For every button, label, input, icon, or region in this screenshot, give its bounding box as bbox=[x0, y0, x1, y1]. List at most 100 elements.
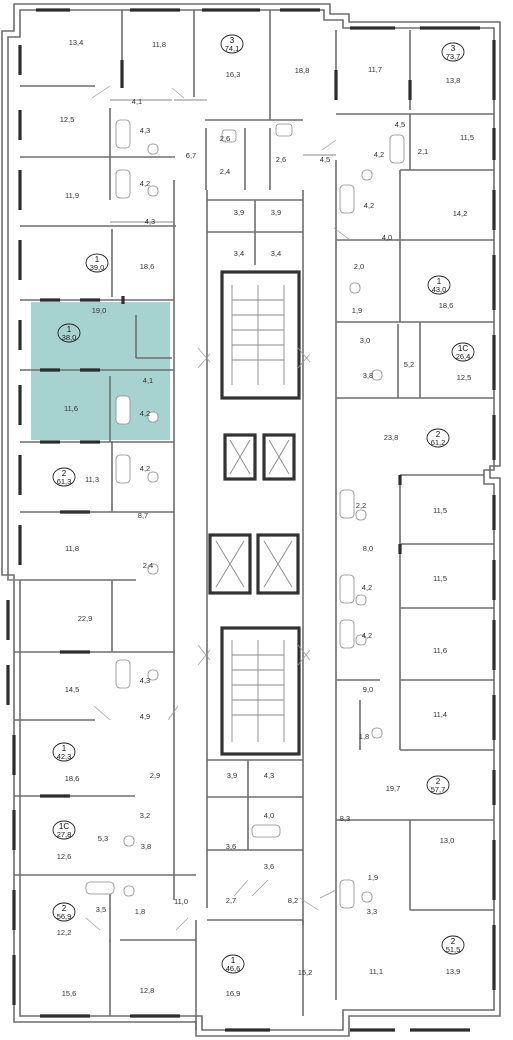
room-area: 4,2 bbox=[364, 201, 374, 210]
apt-2-area: 61,3 bbox=[57, 477, 72, 486]
apt-1-rooms: 1 bbox=[231, 956, 236, 965]
room-area: 3,9 bbox=[271, 208, 281, 217]
room-area: 8,0 bbox=[363, 544, 373, 553]
room-area-labels: 13,4 11,8 16,3 18,8 11,7 13,8 12,5 4,1 4… bbox=[57, 38, 474, 998]
outer-walls bbox=[1, 3, 501, 1037]
room-area: 13,4 bbox=[69, 38, 84, 47]
room-area: 16,9 bbox=[226, 989, 241, 998]
room-area: 11,6 bbox=[64, 404, 78, 413]
room-area: 11,6 bbox=[433, 646, 447, 655]
room-area: 4,1 bbox=[143, 376, 153, 385]
room-area: 2,6 bbox=[220, 134, 230, 143]
room-area: 3,8 bbox=[141, 842, 151, 851]
apt-2-rooms: 2 bbox=[451, 937, 456, 946]
room-area: 14,5 bbox=[65, 685, 80, 694]
room-area: 4,2 bbox=[140, 409, 150, 418]
apt-2-area: 56,9 bbox=[57, 912, 72, 921]
apartment-labels: 3 74,1 3 73,7 1 39,0 1 43,0 1 38,0 1С 26… bbox=[57, 36, 471, 973]
room-area: 4,3 bbox=[264, 771, 274, 780]
room-area: 14,2 bbox=[453, 209, 468, 218]
room-area: 4,9 bbox=[140, 712, 150, 721]
apt-1c-area: 27,8 bbox=[57, 830, 72, 839]
room-area: 11,5 bbox=[433, 574, 447, 583]
stairwell-top bbox=[220, 270, 301, 400]
room-area: 6,7 bbox=[186, 151, 196, 160]
room-area: 3,4 bbox=[271, 249, 281, 258]
room-area: 13,0 bbox=[440, 836, 455, 845]
room-area: 3,5 bbox=[96, 905, 106, 914]
room-area: 5,2 bbox=[404, 360, 414, 369]
room-area: 11,5 bbox=[433, 506, 447, 515]
apt-2-rooms: 2 bbox=[436, 430, 441, 439]
apt-3-area: 73,7 bbox=[446, 52, 461, 61]
apt-2-area: 57,7 bbox=[431, 785, 446, 794]
apt-3-area: 74,1 bbox=[225, 44, 240, 53]
room-area: 4,2 bbox=[374, 150, 384, 159]
room-area: 2,4 bbox=[220, 167, 230, 176]
room-area: 2,4 bbox=[143, 561, 153, 570]
room-area: 12,6 bbox=[57, 852, 72, 861]
room-area: 3,4 bbox=[234, 249, 244, 258]
room-area: 18,6 bbox=[140, 262, 155, 271]
apt-1-rooms: 1 bbox=[95, 255, 100, 264]
apt-2-rooms: 2 bbox=[62, 469, 67, 478]
room-area: 4,5 bbox=[395, 120, 405, 129]
apt-1-rooms: 1 bbox=[437, 277, 442, 286]
room-area: 2,0 bbox=[354, 262, 364, 271]
elevator-1 bbox=[223, 433, 257, 481]
room-area: 11,4 bbox=[433, 710, 447, 719]
room-area: 22,9 bbox=[78, 614, 93, 623]
apt-selected-area: 38,0 bbox=[62, 333, 77, 342]
room-area: 5,3 bbox=[98, 834, 108, 843]
elevator-4 bbox=[256, 533, 300, 595]
room-area: 15,6 bbox=[62, 989, 77, 998]
room-area: 11,1 bbox=[369, 967, 383, 976]
room-area: 12,2 bbox=[57, 928, 72, 937]
room-area: 2,2 bbox=[356, 501, 366, 510]
apt-1-area: 39,0 bbox=[90, 263, 105, 272]
elevator-2 bbox=[262, 433, 296, 481]
apt-1-area: 42,3 bbox=[57, 752, 72, 761]
room-area: 23,8 bbox=[384, 433, 399, 442]
elevator-3 bbox=[208, 533, 252, 595]
room-area: 2,1 bbox=[418, 147, 428, 156]
apt-2-rooms: 2 bbox=[436, 777, 441, 786]
room-area: 4,5 bbox=[320, 155, 330, 164]
room-area: 19,7 bbox=[386, 784, 401, 793]
room-area: 8,2 bbox=[288, 896, 298, 905]
room-area: 4,2 bbox=[140, 464, 150, 473]
room-area: 1,8 bbox=[135, 907, 145, 916]
room-area: 3,9 bbox=[234, 208, 244, 217]
room-area: 16,3 bbox=[226, 70, 241, 79]
room-area: 4,2 bbox=[362, 583, 372, 592]
room-area: 3,9 bbox=[227, 771, 237, 780]
room-area: 19,0 bbox=[92, 306, 107, 315]
windows bbox=[6, 8, 496, 1032]
room-area: 9,0 bbox=[363, 685, 373, 694]
room-area: 2,6 bbox=[276, 155, 286, 164]
room-area: 4,2 bbox=[140, 179, 150, 188]
apt-1-area: 46,6 bbox=[226, 964, 241, 973]
room-area: 18,6 bbox=[65, 774, 80, 783]
room-area: 18,8 bbox=[295, 66, 310, 75]
room-area: 11,8 bbox=[65, 544, 79, 553]
apt-3-rooms: 3 bbox=[230, 36, 235, 45]
room-area: 11,9 bbox=[65, 191, 79, 200]
room-area: 4,2 bbox=[362, 631, 372, 640]
room-area: 11,0 bbox=[174, 897, 188, 906]
apt-2-area: 51,5 bbox=[446, 945, 461, 954]
room-area: 1,9 bbox=[352, 306, 362, 315]
room-area: 11,8 bbox=[152, 40, 166, 49]
room-area: 12,5 bbox=[60, 115, 75, 124]
room-area: 15,2 bbox=[298, 968, 313, 977]
doors bbox=[85, 85, 351, 931]
room-area: 1,9 bbox=[368, 873, 378, 882]
room-area: 3,0 bbox=[360, 336, 370, 345]
room-area: 3,6 bbox=[226, 842, 236, 851]
apt-1c-area: 26,4 bbox=[456, 352, 471, 361]
room-area: 2,9 bbox=[150, 771, 160, 780]
room-area: 8,3 bbox=[340, 814, 350, 823]
room-area: 4,1 bbox=[132, 97, 142, 106]
room-area: 4,0 bbox=[382, 233, 392, 242]
